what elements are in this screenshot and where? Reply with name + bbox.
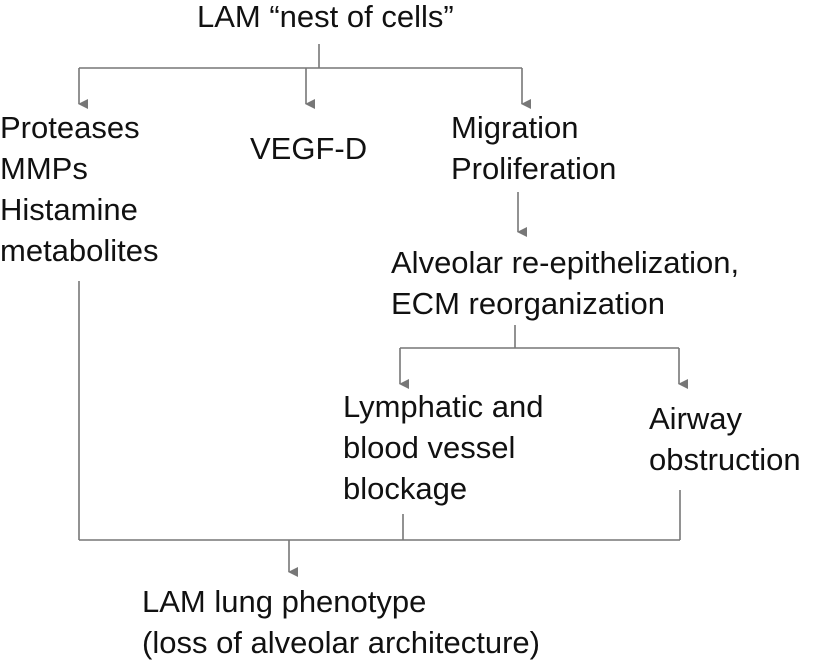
- node-lam-nest-of-cells: LAM “nest of cells”: [197, 0, 454, 37]
- node-text-line: Alveolar re-epithelization,: [391, 245, 740, 280]
- node-text-line: Proteases: [0, 110, 140, 145]
- node-text-line: MMPs: [0, 151, 88, 186]
- node-text-line: blockage: [343, 471, 468, 506]
- node-text-line: Proliferation: [451, 151, 617, 186]
- node-lam-lung-phenotype: LAM lung phenotype (loss of alveolar arch…: [142, 581, 540, 663]
- node-lymphatic-blockage: Lymphatic and blood vessel blockage: [343, 386, 543, 509]
- node-text-line: LAM lung phenotype: [142, 584, 427, 619]
- node-text-line: Migration: [451, 110, 579, 145]
- node-alveolar-re-epithelization: Alveolar re-epithelization, ECM reorganiz…: [391, 242, 739, 324]
- node-text-line: Airway: [649, 401, 743, 436]
- node-airway-obstruction: Airway obstruction: [649, 398, 801, 480]
- node-text-line: Histamine: [0, 192, 138, 227]
- node-text-line: (loss of alveolar architecture): [142, 625, 540, 660]
- node-vegf-d: VEGF-D: [250, 128, 367, 169]
- node-text-line: metabolites: [0, 233, 159, 268]
- node-text-line: Lymphatic and: [343, 389, 544, 424]
- node-text-line: blood vessel: [343, 430, 516, 465]
- node-text-line: obstruction: [649, 442, 801, 477]
- node-text-line: VEGF-D: [250, 131, 368, 166]
- node-text-line: ECM reorganization: [391, 286, 665, 321]
- node-text-line: LAM “nest of cells”: [197, 0, 454, 34]
